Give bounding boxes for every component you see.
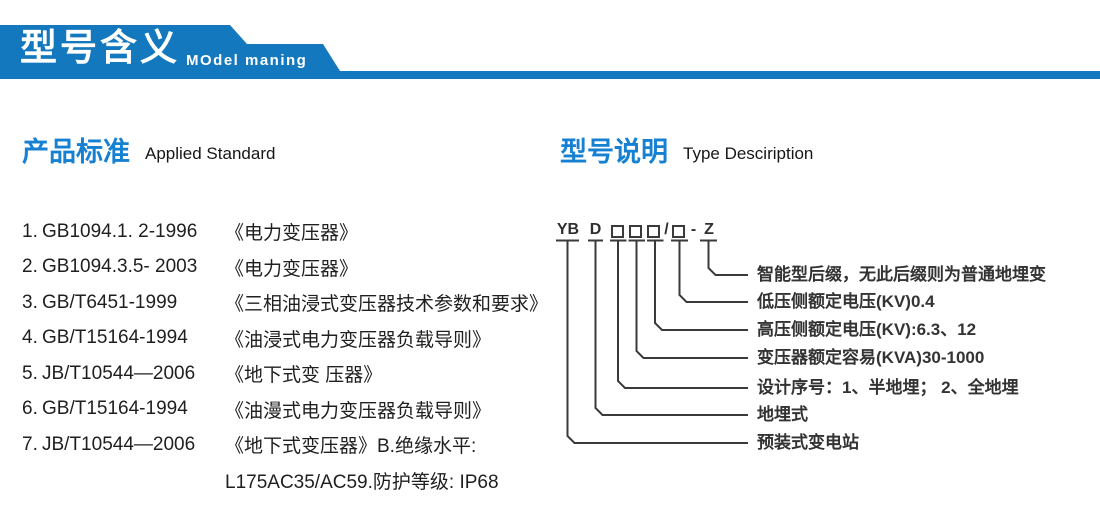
model-label: 设计序号：1、半地埋； 2、全地埋 bbox=[757, 378, 1019, 397]
item-number: 4. bbox=[22, 327, 38, 349]
item-code: GB/T15164-1994 bbox=[42, 398, 188, 420]
model-label: 高压侧额定电压(KV):6.3、12 bbox=[757, 320, 977, 339]
code-box-1 bbox=[611, 225, 624, 238]
item-code: GB/T6451-1999 bbox=[42, 291, 178, 313]
item-number: 3. bbox=[22, 291, 38, 313]
model-label: 智能型后缀，无此后缀则为普通地埋变 bbox=[757, 265, 1046, 284]
right-heading-cn: 型号说明 bbox=[560, 137, 668, 167]
left-heading-en: Applied Standard bbox=[145, 144, 276, 164]
item-code: GB1094.1. 2-1996 bbox=[42, 220, 198, 242]
banner-ribbon bbox=[0, 25, 1100, 79]
item-code: JB/T10544—2006 bbox=[42, 433, 196, 455]
item-number: 2. bbox=[22, 256, 38, 278]
model-label: 变压器额定容易(KVA)30-1000 bbox=[757, 348, 985, 367]
item-title: 《电力变压器》 bbox=[225, 258, 359, 280]
item-continuation-text: L175AC35/AC59.防护等级: IP68 bbox=[225, 471, 499, 493]
left-heading-cn: 产品标准 bbox=[22, 137, 130, 167]
code-part-hyphen: - bbox=[690, 221, 697, 238]
item-title: 《三相油浸式变压器技术参数和要求》 bbox=[225, 294, 549, 316]
item-title: 《地下式变压器》B.绝缘水平: bbox=[225, 436, 477, 458]
left-section-heading: 产品标准 Applied Standard bbox=[22, 136, 275, 168]
item-number: 6. bbox=[22, 398, 38, 420]
model-label: 预装式变电站 bbox=[757, 433, 859, 452]
item-code: GB1094.3.5- 2003 bbox=[42, 256, 198, 278]
item-number: 5. bbox=[22, 362, 38, 384]
list-item: 5. JB/T10544—2006 《地下式变 压器》 bbox=[22, 356, 567, 392]
code-part-z: Z bbox=[704, 221, 714, 238]
list-item-continuation: L175AC35/AC59.防护等级: IP68 bbox=[22, 463, 567, 499]
item-title: 《地下式变 压器》 bbox=[225, 365, 383, 387]
list-item: 3. GB/T6451-1999 《三相油浸式变压器技术参数和要求》 bbox=[22, 285, 567, 321]
code-part-yb: YB bbox=[556, 221, 580, 238]
code-box-4 bbox=[672, 225, 685, 238]
right-heading-en: Type Desciription bbox=[683, 144, 814, 164]
code-part-d: D bbox=[589, 221, 602, 238]
model-label: 地埋式 bbox=[757, 405, 808, 424]
item-title: 《油浸式电力变压器负载导则》 bbox=[225, 329, 492, 351]
list-item: 7. JB/T10544—2006 《地下式变压器》B.绝缘水平: bbox=[22, 427, 567, 463]
item-title: 《油漫式电力变压器负载导则》 bbox=[225, 400, 492, 422]
list-item: 1. GB1094.1. 2-1996 《电力变压器》 bbox=[22, 214, 567, 250]
code-part-slash: / bbox=[664, 221, 669, 238]
list-item: 4. GB/T15164-1994 《油浸式电力变压器负载导则》 bbox=[22, 321, 567, 357]
code-box-2 bbox=[629, 225, 642, 238]
list-item: 6. GB/T15164-1994 《油漫式电力变压器负载导则》 bbox=[22, 392, 567, 428]
item-code: GB/T15164-1994 bbox=[42, 327, 188, 349]
banner-title: 型号含义 bbox=[20, 27, 180, 68]
item-number: 7. bbox=[22, 433, 38, 455]
item-number: 1. bbox=[22, 220, 38, 242]
item-title: 《电力变压器》 bbox=[225, 223, 359, 245]
code-box-3 bbox=[647, 225, 660, 238]
right-section-heading: 型号说明 Type Desciription bbox=[560, 136, 813, 168]
item-code: JB/T10544—2006 bbox=[42, 362, 196, 384]
standards-list: 1. GB1094.1. 2-1996 《电力变压器》 2. GB1094.3.… bbox=[22, 214, 567, 498]
list-item: 2. GB1094.3.5- 2003 《电力变压器》 bbox=[22, 250, 567, 286]
model-label: 低压侧额定电压(KV)0.4 bbox=[757, 292, 935, 311]
banner-subtitle: MOdel maning bbox=[186, 52, 308, 69]
